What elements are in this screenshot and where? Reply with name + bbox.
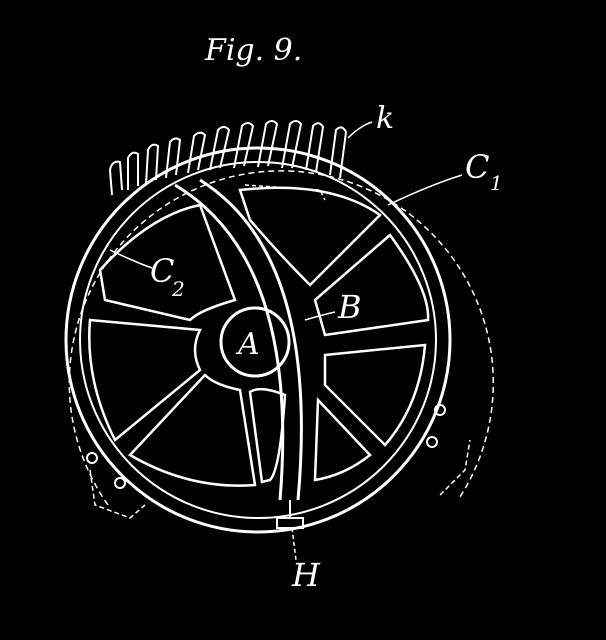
mounting-hole <box>86 452 98 464</box>
label-c2: C <box>150 252 174 290</box>
brush-lead <box>291 527 297 561</box>
figure-title: Fig. 9. <box>204 33 302 68</box>
mounting-hole <box>426 436 438 448</box>
label-c1: C <box>465 148 489 186</box>
conductor-b-outer <box>174 183 285 501</box>
hub-a <box>219 306 291 378</box>
conductor-b-inner <box>199 178 303 501</box>
label-c1-sub: 1 <box>490 171 503 195</box>
leader-lines <box>109 121 463 321</box>
label-k: k <box>376 101 394 136</box>
label-b: B <box>337 288 362 326</box>
mounting-hole <box>114 477 126 489</box>
bottom-flange <box>89 439 471 519</box>
commutator-bars <box>108 120 348 196</box>
rim-c1-inner <box>79 161 437 519</box>
label-h: H <box>291 556 321 594</box>
wheel-spokes <box>88 203 287 487</box>
label-c2-sub: 2 <box>171 277 185 301</box>
rim-c1-outer <box>64 146 452 534</box>
label-a: A <box>235 327 260 362</box>
mounting-holes <box>86 404 446 489</box>
outer-dashed-housing <box>68 170 495 506</box>
